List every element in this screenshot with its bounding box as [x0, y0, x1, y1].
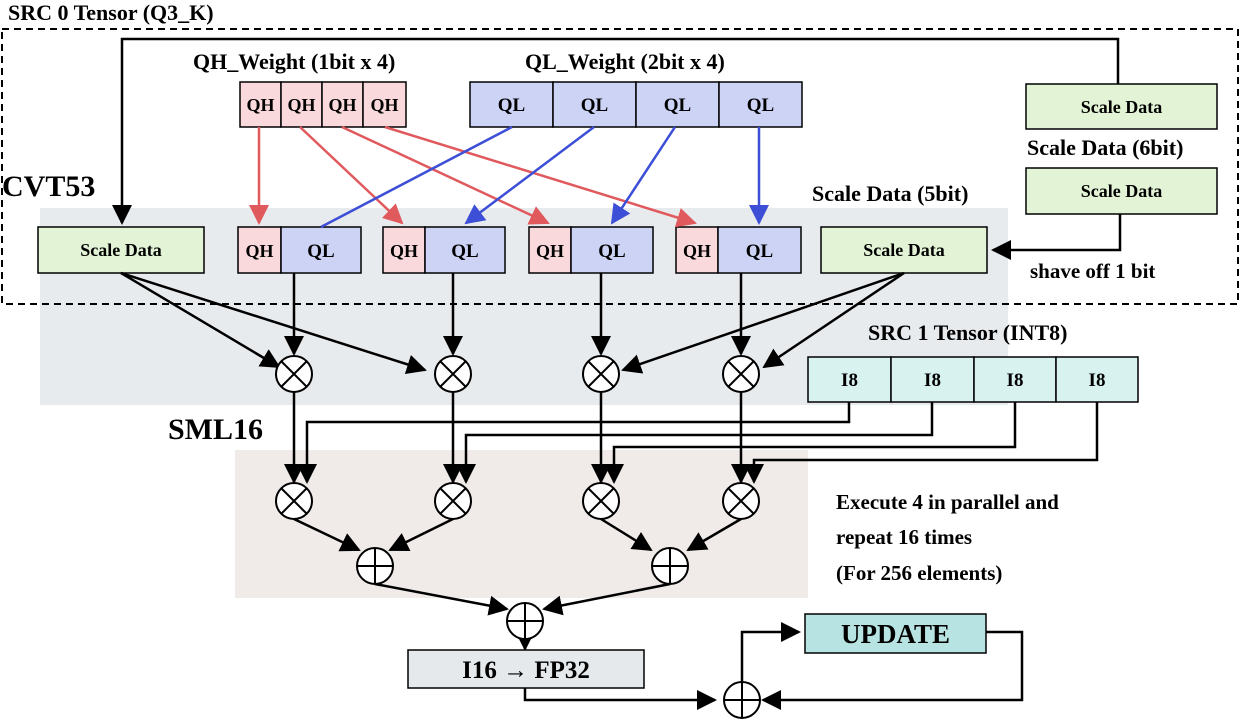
ql-cell-label: QL — [307, 241, 334, 262]
ql-cell — [424, 226, 506, 274]
multiply-node — [582, 482, 620, 520]
convert-box — [407, 649, 645, 689]
qh-ql-pair: QH QL — [382, 226, 506, 274]
scale-data-box-lower — [1025, 167, 1218, 215]
scale-5bit-label: Scale Data (5bit) — [812, 181, 968, 206]
int8-routing — [284, 392, 1099, 484]
qh-cell-label: QH — [536, 241, 564, 261]
ql-weight-row: QL QL QL QL — [469, 81, 803, 128]
execute-note-line-3: (For 256 elements) — [836, 561, 1002, 585]
shave-note: shave off 1 bit — [1030, 259, 1155, 283]
qh-cell-label: QH — [683, 241, 711, 261]
multiply-node — [582, 355, 620, 393]
ql-routing-arrows — [320, 125, 769, 229]
multiply-node — [275, 355, 313, 393]
qh-cell-label: QH — [246, 95, 274, 115]
execute-note-line-1: Execute 4 in parallel and — [836, 490, 1059, 514]
multiplier-row-2 — [275, 482, 760, 520]
ql-cell-label: QL — [581, 95, 608, 116]
adder-tree-arrows — [293, 517, 1024, 710]
ql-cell-label: QL — [598, 241, 625, 262]
qh-cell — [239, 81, 282, 128]
ql-cell — [469, 81, 554, 128]
dequant-arrows — [120, 271, 905, 375]
scale-6bit-label: Scale Data (6bit) — [1027, 135, 1183, 160]
cvt53-label: CVT53 — [2, 170, 95, 203]
scale-data-label: Scale Data — [863, 240, 944, 260]
qh-cell — [675, 226, 719, 274]
execute-note-line-2: repeat 16 times — [836, 525, 972, 549]
convert-label: I16 → FP32 — [462, 657, 590, 684]
scale-data-label: Scale Data — [80, 240, 161, 260]
ql-cell — [570, 226, 654, 274]
qh-cell — [382, 226, 426, 274]
update-box — [804, 613, 987, 654]
sml16-region — [235, 450, 808, 598]
qh-cell-label: QH — [370, 95, 398, 115]
i8-cell-label: I8 — [1089, 370, 1106, 391]
sml16-label: SML16 — [168, 413, 263, 446]
ql-cell-label: QL — [498, 95, 525, 116]
ql-cell — [280, 226, 362, 274]
qh-ql-pair: QH QL — [675, 226, 802, 274]
scale-data-label: Scale Data — [1081, 97, 1162, 117]
qh-cell — [237, 226, 282, 274]
update-label: UPDATE — [841, 619, 950, 649]
scale-routing — [112, 37, 1122, 260]
multiply-node — [275, 482, 313, 520]
src1-title: SRC 1 Tensor (INT8) — [868, 320, 1067, 345]
qh-cell-label: QH — [287, 95, 315, 115]
qh-ql-pair: QH QL — [528, 226, 654, 274]
qh-cell-label: QH — [328, 95, 356, 115]
qh-cell — [362, 81, 407, 128]
ql-cell — [717, 226, 802, 274]
ql-cell — [718, 81, 803, 128]
scale-data-box-left — [37, 226, 205, 274]
ql-cell — [552, 81, 637, 128]
add-node — [506, 602, 544, 640]
adder-nodes — [356, 547, 761, 719]
i8-cell-label: I8 — [924, 370, 941, 391]
src0-title: SRC 0 Tensor (Q3_K) — [8, 0, 214, 25]
multiply-node — [434, 355, 472, 393]
scale-data-label: Scale Data — [1081, 181, 1162, 201]
qh-ql-pair: QH QL — [237, 226, 362, 274]
add-node — [651, 547, 689, 585]
i8-cell-label: I8 — [1007, 370, 1024, 391]
qh-cell-label: QH — [245, 241, 273, 261]
qh-weight-row: QH QH QH QH — [239, 81, 407, 128]
accumulate-node — [723, 681, 761, 719]
src0-tensor-boundary — [1, 28, 1239, 305]
qh-weight-header: QH_Weight (1bit x 4) — [193, 49, 395, 74]
scale-data-box-upper — [1025, 83, 1218, 130]
qh-cell-label: QH — [390, 241, 418, 261]
ql-cell-label: QL — [746, 241, 773, 262]
multiply-node — [434, 482, 472, 520]
add-node — [356, 547, 394, 585]
ql-cell-label: QL — [451, 241, 478, 262]
multiply-node — [722, 355, 760, 393]
multiplier-row-1 — [275, 355, 760, 393]
ql-cell-label: QL — [747, 95, 774, 116]
i8-cell-label: I8 — [841, 370, 858, 391]
multiply-node — [722, 482, 760, 520]
qh-routing-arrows — [249, 125, 697, 228]
src1-int8-row: I8 I8 I8 I8 — [807, 356, 1139, 403]
ql-cell-label: QL — [664, 95, 691, 116]
ql-weight-header: QL_Weight (2bit x 4) — [525, 49, 725, 74]
ql-cell — [635, 81, 720, 128]
